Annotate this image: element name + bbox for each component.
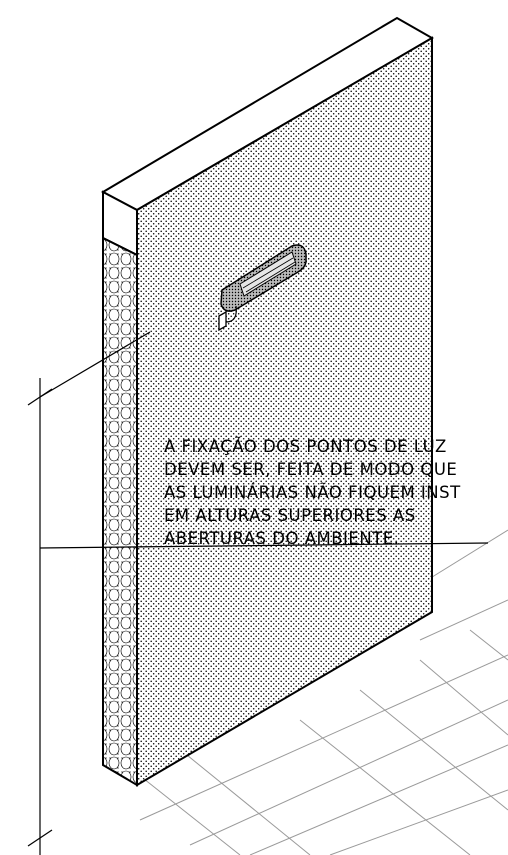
note-line-4: EM ALTURAS SUPERIORES AS (164, 506, 416, 525)
installation-note: A FIXAÇÃO DOS PONTOS DE LUZ DEVEM SER, F… (164, 437, 461, 548)
note-line-2: DEVEM SER, FEITA DE MODO QUE (164, 460, 457, 479)
luminaire (218, 244, 307, 332)
note-line-5: ABERTURAS DO AMBIENTE. (164, 529, 399, 548)
wall-block-section (102, 236, 138, 787)
wire-arc (225, 305, 237, 323)
height-dimension (27, 378, 489, 855)
leader-line (39, 331, 151, 398)
switch-box-icon (218, 310, 227, 332)
luminaire-lens (239, 251, 297, 297)
note-line-3: AS LUMINÁRIAS NÃO FIQUEM INST (164, 483, 461, 502)
note-line-1: A FIXAÇÃO DOS PONTOS DE LUZ (164, 437, 447, 456)
wall-main-face (136, 36, 433, 787)
